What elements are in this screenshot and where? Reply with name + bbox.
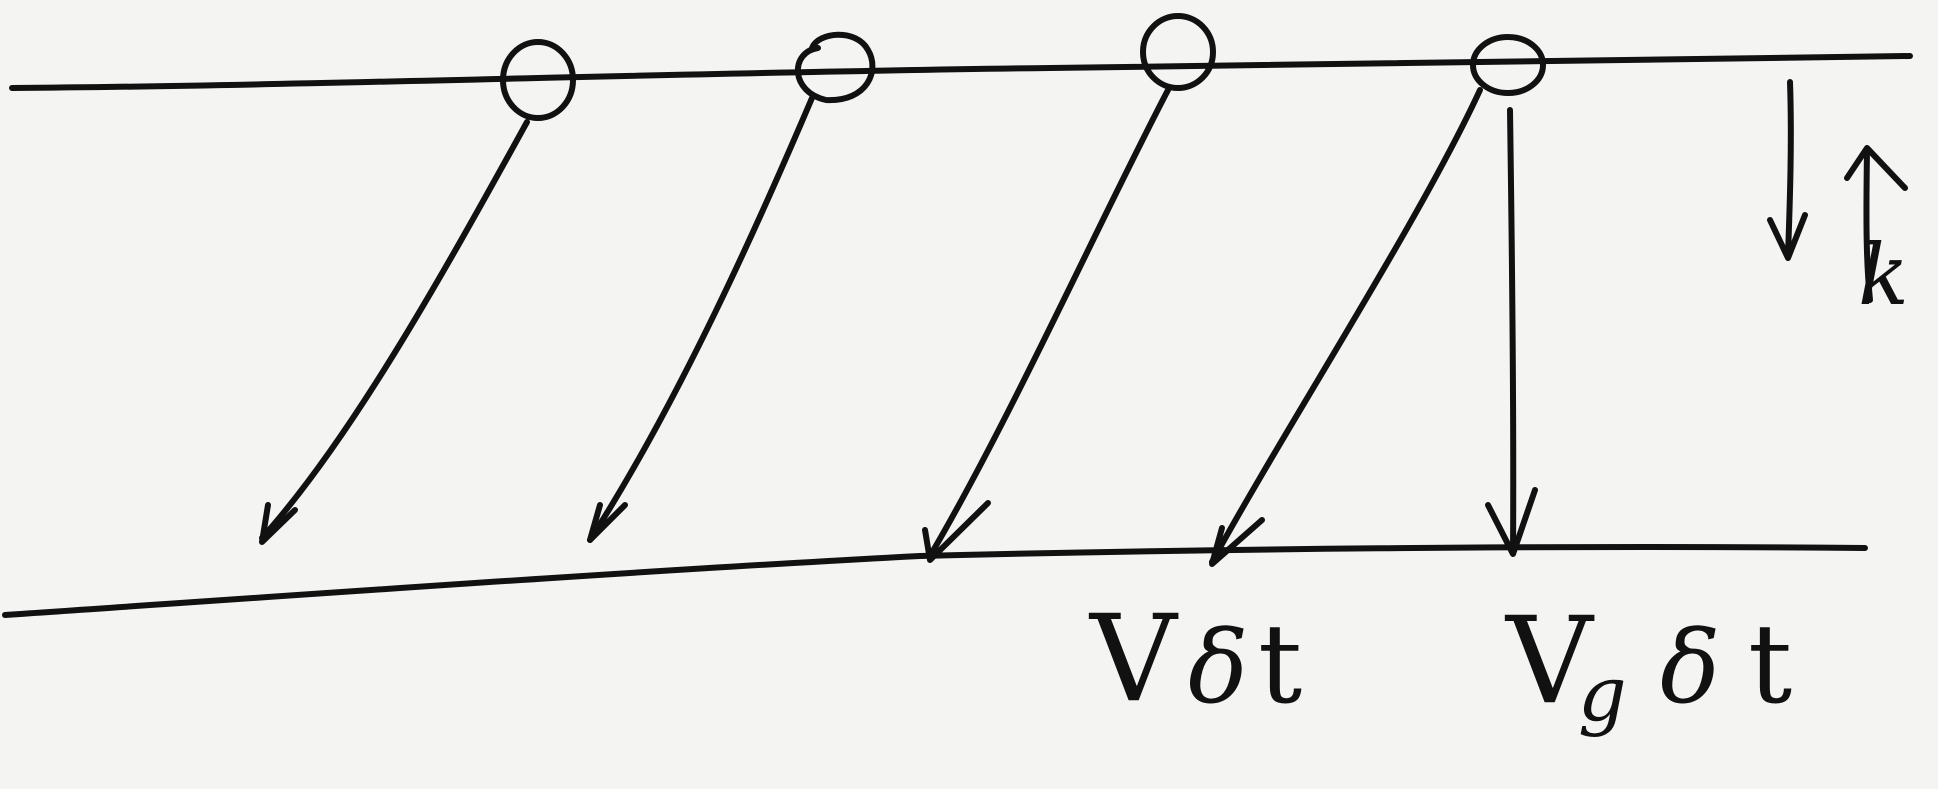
svg-text:g: g [1578,649,1627,738]
down-arrow-icon [1767,79,1808,261]
particle-circle-4 [1470,34,1546,96]
particle-circle-3 [1140,13,1216,91]
svg-text:V: V [1504,592,1595,731]
svg-text:t: t [1748,600,1792,728]
k-label: k [1858,226,1909,324]
svg-text:V: V [1088,590,1179,729]
v-delta-t-label: V δ t [1088,590,1302,729]
particle-circle-2 [794,31,876,104]
svg-text:δ: δ [1188,609,1248,726]
velocity-arrow-4 [1209,87,1483,567]
particle-circle-1 [500,39,576,121]
svg-text:δ: δ [1660,609,1720,726]
svg-text:t: t [1258,600,1302,728]
vg-delta-t-label: V g δ t [1504,592,1792,738]
up-arrow-icon [1844,145,1908,303]
velocity-arrow-1 [259,119,530,545]
velocity-arrow-2 [587,95,815,543]
velocity-arrow-3 [922,87,1171,563]
group-velocity-arrow [1485,107,1538,557]
top-wavefront-line [9,53,1913,91]
bottom-wavefront-line [2,543,1868,618]
